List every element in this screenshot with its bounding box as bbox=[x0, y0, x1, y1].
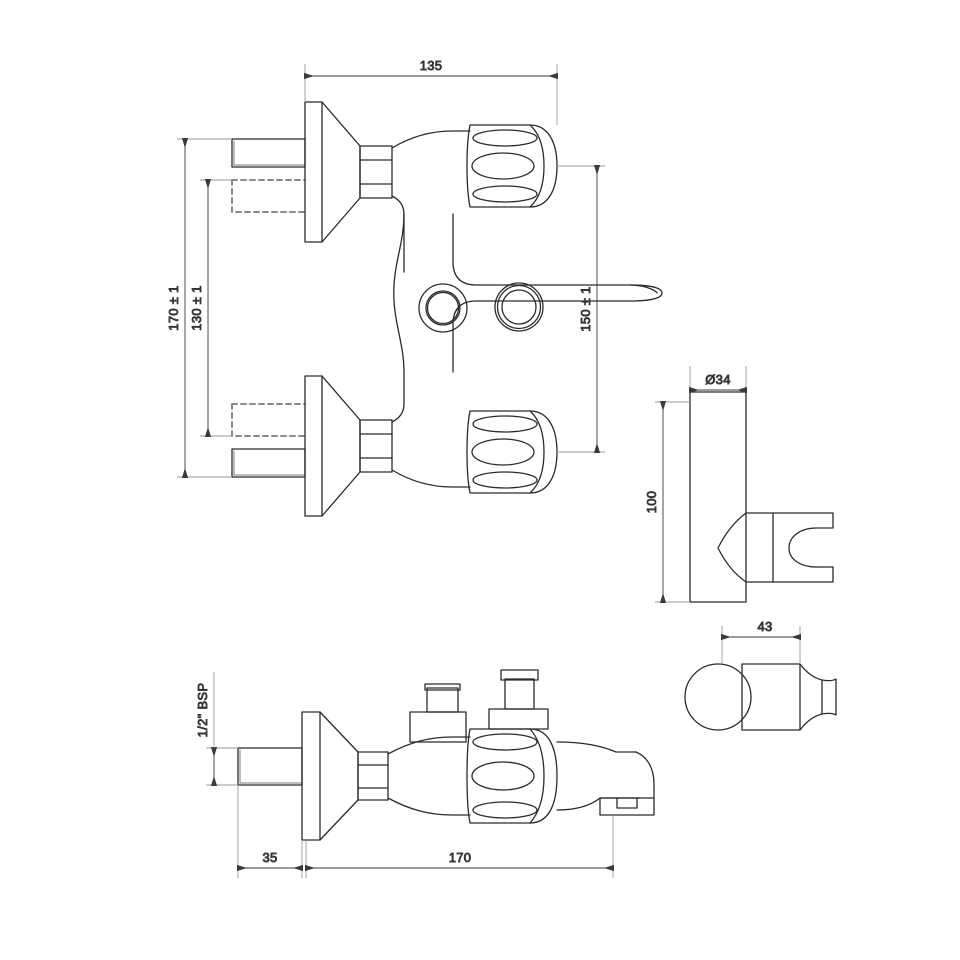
dimension-inlet-outer: 170 ± 1 bbox=[166, 138, 232, 478]
dimension-holder-diameter: Ø34 bbox=[689, 366, 747, 394]
dimension-total-projection: 170 bbox=[305, 815, 614, 878]
dimension-flange-projection: 35 bbox=[237, 785, 303, 878]
dimension-label-d34: Ø34 bbox=[705, 372, 730, 387]
dimension-holder-depth: 43 bbox=[721, 619, 801, 664]
dimension-label-35: 35 bbox=[262, 850, 277, 865]
dimension-label-135: 135 bbox=[420, 58, 443, 73]
dimension-label-100: 100 bbox=[644, 491, 659, 514]
dimension-label-150pm1: 150 ± 1 bbox=[578, 286, 593, 331]
lower-hex-nut bbox=[359, 419, 393, 473]
upper-handle-knob bbox=[466, 124, 558, 208]
shower-holder-plan-geometry bbox=[684, 663, 837, 731]
central-spout-body bbox=[393, 213, 663, 373]
front-view-geometry bbox=[231, 101, 663, 517]
upper-body-arm bbox=[391, 130, 471, 273]
shower-holder-side-geometry bbox=[689, 391, 834, 603]
dimension-holder-height: 100 bbox=[644, 401, 690, 603]
upper-inlet-hidden bbox=[231, 179, 306, 213]
dimension-handle-spacing: 150 ± 1 bbox=[557, 165, 605, 453]
dimension-inlet-inner: 130 ± 1 bbox=[189, 179, 232, 437]
dimension-label-170: 170 bbox=[449, 850, 472, 865]
dimension-label-170pm1: 170 ± 1 bbox=[166, 285, 181, 330]
mixer-side-geometry bbox=[237, 669, 655, 841]
lower-inlet-hidden bbox=[231, 403, 306, 437]
lower-body-arm bbox=[391, 371, 471, 488]
lower-wall-flange bbox=[304, 375, 361, 517]
dimension-front-width: 135 bbox=[304, 58, 558, 125]
dimension-inlet-thread: 1/2" BSP bbox=[195, 672, 238, 786]
dimension-label-bsp: 1/2" BSP bbox=[195, 683, 210, 738]
dimension-label-43: 43 bbox=[757, 619, 772, 634]
upper-inlet-spigot bbox=[231, 138, 306, 168]
upper-wall-flange bbox=[304, 101, 361, 243]
upper-hex-nut bbox=[359, 145, 393, 199]
lower-handle-knob bbox=[466, 410, 558, 494]
dimension-label-130pm1: 130 ± 1 bbox=[189, 285, 204, 330]
lower-inlet-spigot bbox=[231, 448, 306, 478]
